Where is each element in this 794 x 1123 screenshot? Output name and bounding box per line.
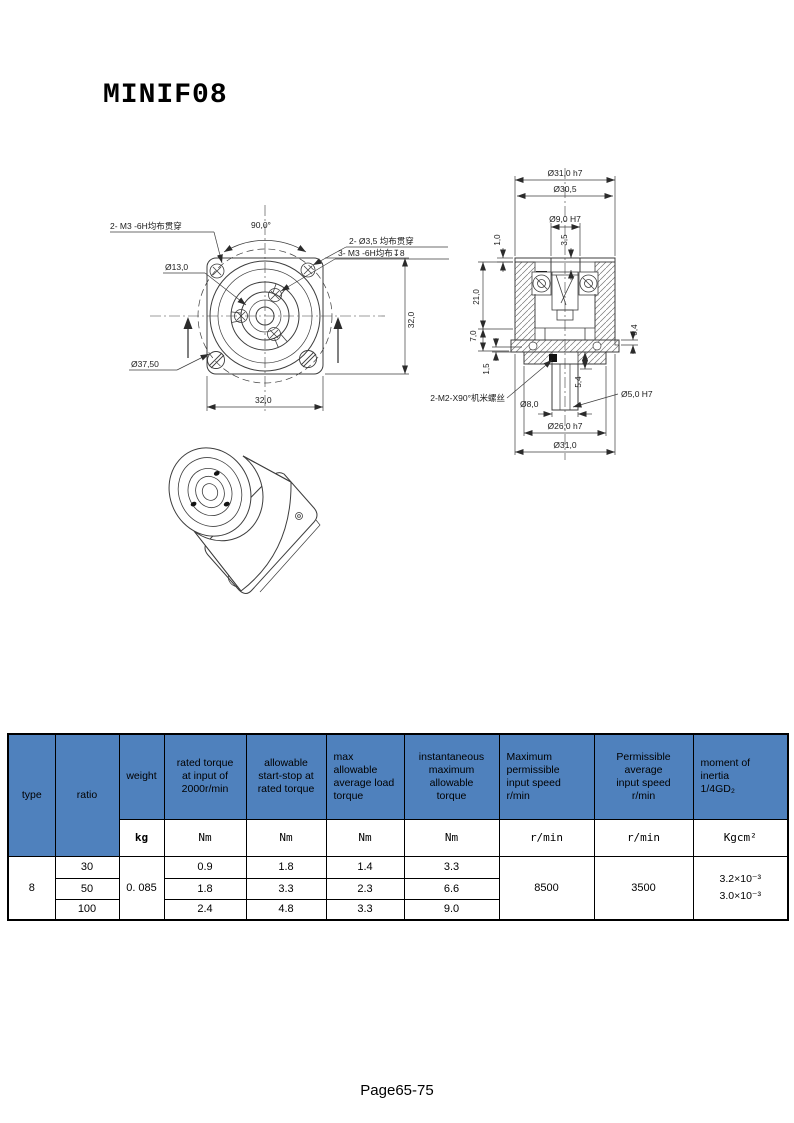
dim-plate-thickness: 1,0 [493, 234, 502, 246]
cell-ratio: 30 [54, 855, 120, 879]
section-dimensions [478, 176, 638, 455]
col-header-avg-speed: Permissible average input speed r/min [593, 733, 694, 820]
unit-avg-speed: r/min [593, 818, 694, 857]
angle-dim-label: 90,0° [251, 220, 271, 230]
set-screw [549, 354, 557, 362]
cell-ratio: 100 [54, 898, 120, 921]
cell-rated: 2.4 [163, 898, 247, 921]
page-number: Page65-75 [360, 1082, 434, 1099]
col-header-weight: weight [118, 733, 165, 820]
col-header-rated-torque: rated torque at input of 2000r/min [163, 733, 247, 820]
corner-through-holes [207, 350, 317, 369]
face-tap-label: 3- M3 -6H均布↧8 [338, 248, 405, 258]
dim-body-height: 21,0 [472, 289, 481, 305]
dim-outer-dia-top: Ø31,0 h7 [548, 168, 583, 178]
width-dim-label: 32,0 [255, 395, 272, 405]
technical-drawings: 90,0° 32,0 32,0 2- M3 -6H均布贯穿 [0, 160, 794, 630]
bolt-circle-leader [129, 353, 210, 371]
cell-instant: 6.6 [403, 877, 500, 900]
dim-flange-height: 7,0 [469, 330, 478, 342]
dim-boss-dia: Ø26,0 h7 [548, 421, 583, 431]
dim-shaft-depth: 5,4 [574, 376, 583, 388]
cell-type: 8 [7, 855, 56, 921]
section-arrows [183, 317, 343, 363]
unit-max-speed: r/min [498, 818, 595, 857]
col-header-avg-load: max allowable average load torque [325, 733, 405, 820]
drawing-canvas: 90,0° 32,0 32,0 2- M3 -6H均布贯穿 [110, 168, 653, 594]
front-view-drawing: 90,0° 32,0 32,0 2- M3 -6H均布贯穿 [110, 205, 449, 414]
unit-weight: kg [118, 818, 165, 857]
table-row: 100 2.4 4.8 3.3 9.0 [8, 898, 788, 921]
cell-avg-load: 1.4 [325, 855, 405, 879]
through-holes-label: 2- Ø3,5 均布贯穿 [349, 236, 414, 246]
face-tap-leader [280, 258, 449, 292]
angle-dimension [223, 240, 307, 253]
cell-start-stop: 4.8 [245, 898, 327, 921]
width-dimension [206, 376, 324, 411]
cell-ratio: 50 [54, 877, 120, 900]
bolt-circle-label: Ø37,50 [131, 359, 159, 369]
corner-tap-holes [209, 262, 316, 279]
cell-start-stop: 1.8 [245, 855, 327, 879]
dim-output-bore: Ø5,0 H7 [621, 389, 653, 399]
col-header-instant-max: instantaneous maximum allowable torque [403, 733, 500, 820]
col-header-max-speed: Maximum permissible input speed r/min [498, 733, 595, 820]
cell-instant: 9.0 [403, 898, 500, 921]
unit-avg-load: Nm [325, 818, 405, 857]
unit-rated-torque: Nm [163, 818, 247, 857]
col-header-type: type [7, 733, 56, 857]
bolt-circle-dashed [197, 248, 333, 384]
set-screw-label: 2-M2-X90°机米螺丝 [430, 393, 505, 403]
unit-inertia: Kgcm² [692, 818, 789, 857]
tap-holes-leader [110, 231, 223, 264]
dim-pilot-dia-top: Ø30,5 [553, 184, 576, 194]
cell-start-stop: 3.3 [245, 877, 327, 900]
height-dimension [325, 257, 409, 375]
section-view-drawing: Ø31,0 h7 Ø30,5 Ø9,0 H7 1,0 3,5 21,0 7,0 … [430, 168, 653, 460]
gear-mechanism [534, 271, 596, 340]
through-holes-leader [312, 246, 448, 266]
dim-input-bore: Ø9,0 H7 [549, 214, 581, 224]
dim-shaft-dia: Ø8,0 [520, 399, 539, 409]
col-header-ratio: ratio [54, 733, 120, 857]
unit-start-stop: Nm [245, 818, 327, 857]
table-row: 50 1.8 3.3 2.3 6.6 [8, 877, 788, 900]
cell-weight: 0. 085 [118, 855, 165, 921]
isometric-view-drawing [168, 447, 321, 594]
dim-lip-height: 0,4 [630, 324, 639, 336]
height-dim-label: 32,0 [406, 311, 416, 328]
cell-avg-load: 2.3 [325, 877, 405, 900]
tap-holes-label: 2- M3 -6H均布贯穿 [110, 221, 182, 231]
iso-body [193, 455, 292, 592]
dim-outer-dia-bottom: Ø31,0 [553, 440, 576, 450]
iso-face [168, 447, 252, 537]
dim-bore-depth: 3,5 [560, 234, 569, 246]
cell-instant: 3.3 [403, 855, 500, 879]
cell-avg-speed: 3500 [593, 855, 694, 921]
col-header-start-stop: allowable start-stop at rated torque [245, 733, 327, 820]
cell-inertia: 3.2×10⁻³ 3.0×10⁻³ [692, 855, 789, 921]
flange-outline [206, 257, 324, 375]
pilot-dia-label: Ø13,0 [165, 262, 188, 272]
cell-rated: 1.8 [163, 877, 247, 900]
table-row: 8 30 0. 085 0.9 1.8 1.4 3.3 8500 3500 3.… [7, 855, 789, 921]
cell-max-speed: 8500 [498, 855, 595, 921]
spec-table: type ratio weight rated torque at input … [7, 733, 789, 921]
pilot-dia-leader [163, 272, 247, 306]
page-title: MINIF08 [103, 80, 228, 111]
unit-instant-max: Nm [403, 818, 500, 857]
bearings [531, 271, 599, 296]
col-header-inertia: moment of inertia 1/4GD₂ [692, 733, 789, 820]
output-shaft [551, 363, 579, 411]
cell-rated: 0.9 [163, 855, 247, 879]
cell-avg-load: 3.3 [325, 898, 405, 921]
dim-step-height: 1,5 [482, 363, 491, 375]
face-tap-holes [234, 288, 282, 341]
